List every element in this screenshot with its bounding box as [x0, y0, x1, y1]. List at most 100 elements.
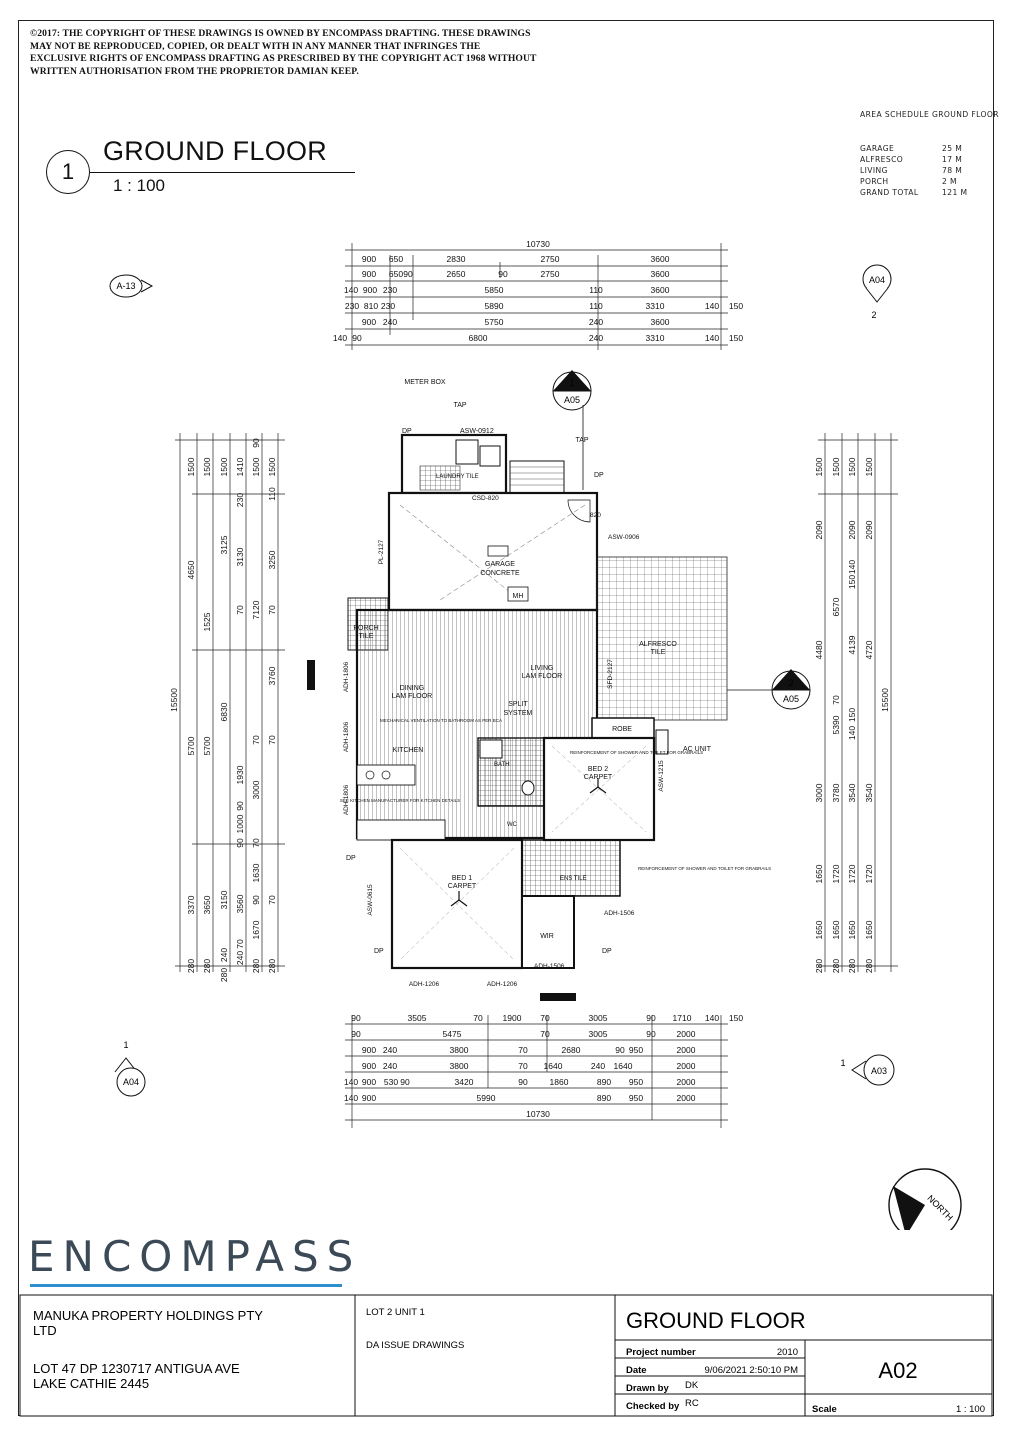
plan-label: AC UNIT [683, 746, 712, 753]
plan-label: LAM FLOOR [392, 693, 432, 700]
plan-label: 820 [590, 512, 601, 519]
plan-label: SPLIT [508, 701, 528, 708]
dim-text: 280 [251, 959, 261, 973]
left-dimension-text: 15500 1500 4650 5700 3370 280 1500 1525 … [169, 438, 277, 982]
plan-label: WIR [540, 933, 554, 940]
dim-text: 2090 [814, 520, 824, 539]
plan-label: CSD-820 [472, 495, 499, 502]
dim-text: 110 [589, 285, 603, 295]
dim-text: 240 [235, 951, 245, 965]
dim-text: 90 [646, 1013, 656, 1023]
plan-label: GARAGE [485, 561, 515, 568]
dim-text: 2650 [447, 269, 466, 279]
dim-text: 5750 [485, 317, 504, 327]
dim-text: 90 [352, 333, 362, 343]
dim-text: 3420 [455, 1077, 474, 1087]
site-address: LAKE CATHIE 2445 [33, 1376, 149, 1391]
dim-text: 90 [235, 801, 245, 811]
dim-text: 280 [864, 959, 874, 973]
dim-text: 140 [344, 1093, 358, 1103]
dim-text: 900 [362, 1093, 376, 1103]
plan-label: TILE [651, 649, 666, 656]
dim-text: 900 [362, 1045, 376, 1055]
site-address: LOT 47 DP 1230717 ANTIGUA AVE [33, 1361, 240, 1376]
dim-text: 3560 [235, 894, 245, 913]
dim-text: 1900 [503, 1013, 522, 1023]
dim-text: 4650 [186, 560, 196, 579]
dim-text: 15500 [169, 688, 179, 712]
dim-text: 240 [383, 1045, 397, 1055]
dim-text: 2830 [447, 254, 466, 264]
dim-text: 1500 [186, 457, 196, 476]
dim-text: 3600 [651, 317, 670, 327]
plan-labels: METER BOX TAP TAP DP ASW-0912 LAUNDRY TI… [340, 379, 771, 988]
dim-text: 2090 [864, 520, 874, 539]
dim-text: 230 [345, 301, 359, 311]
dim-text: 1410 [235, 457, 245, 476]
marker-text: 1 [123, 1040, 128, 1050]
dim-text: 3600 [651, 285, 670, 295]
dim-text: 1650 [847, 920, 857, 939]
copyright-notice: ©2017: THE COPYRIGHT OF THESE DRAWINGS I… [30, 28, 590, 78]
project-name: LOT 2 UNIT 1 [366, 1307, 425, 1318]
floor-plan-drawing: 10730 900 650 2830 2750 3600 900 650 90 … [109, 239, 962, 1230]
dim-text: 1930 [235, 765, 245, 784]
plan-label: ADH-1806 [343, 721, 350, 752]
dim-text: 90 [518, 1077, 528, 1087]
dim-text: 90 [251, 895, 261, 905]
area-label: GARAGE [860, 144, 895, 153]
plan-label: SYSTEM [504, 710, 533, 717]
dim-text: 1500 [814, 457, 824, 476]
dim-text: 1000 [235, 814, 245, 833]
dim-text: 2090 [847, 520, 857, 539]
plan-label: DP [374, 948, 384, 955]
dim-text: 90 [615, 1045, 625, 1055]
checked-by-label: Checked by [626, 1401, 680, 1412]
plan-label: LAUNDRY TILE [436, 474, 479, 480]
marker-text: 1 [840, 1058, 845, 1068]
dim-text: 90 [646, 1029, 656, 1039]
dim-text: 140 [344, 1077, 358, 1087]
dim-text: 280 [186, 959, 196, 973]
area-label: LIVING [860, 166, 888, 175]
sheet-title: GROUND FLOOR [626, 1308, 806, 1333]
dim-text: 4720 [864, 640, 874, 659]
dim-text: 70 [251, 735, 261, 745]
marker-text: A05 [564, 395, 580, 405]
marker-text: A03 [871, 1066, 887, 1076]
plan-label: ADH-1806 [343, 661, 350, 692]
plan-label: ADH-1506 [534, 963, 565, 970]
dim-text: 3005 [589, 1029, 608, 1039]
dim-text: 5890 [485, 301, 504, 311]
area-label: ALFRESCO [860, 155, 904, 164]
dim-text: 3760 [267, 666, 277, 685]
dim-text: 5700 [186, 736, 196, 755]
dim-text: 1650 [814, 864, 824, 883]
dim-text: 280 [219, 968, 229, 982]
plan-label: METER BOX [404, 379, 446, 386]
area-schedule-title: AREA SCHEDULE GROUND FLOOR [860, 110, 999, 119]
plan-label: ENS TILE [560, 876, 587, 882]
copyright-line: ©2017: THE COPYRIGHT OF THESE DRAWINGS I… [30, 28, 531, 39]
dim-text: 70 [267, 735, 277, 745]
dim-text: 140 [705, 1013, 719, 1023]
alfresco [596, 556, 728, 721]
dim-text: 2000 [677, 1029, 696, 1039]
dim-text: 140 [333, 333, 347, 343]
dim-text: 240 [383, 317, 397, 327]
dim-text: 3370 [186, 895, 196, 914]
ensuite [521, 839, 621, 897]
dim-text: 240 [219, 948, 229, 962]
elevation-marker-a04-top: A04 2 [862, 264, 892, 320]
dim-text: 950 [629, 1093, 643, 1103]
dim-text: 10730 [526, 239, 550, 249]
dim-text: 110 [589, 301, 603, 311]
plan-label: SEE KITCHEN MANUFACTURER FOR KITCHEN DET… [340, 798, 460, 803]
dim-text: 3000 [251, 780, 261, 799]
section-marker-a05-top: 1 A05 [552, 370, 592, 490]
dim-text: 230 [383, 285, 397, 295]
dim-text: 90 [351, 1029, 361, 1039]
dim-text: 70 [540, 1013, 550, 1023]
dim-text: 3310 [646, 301, 665, 311]
